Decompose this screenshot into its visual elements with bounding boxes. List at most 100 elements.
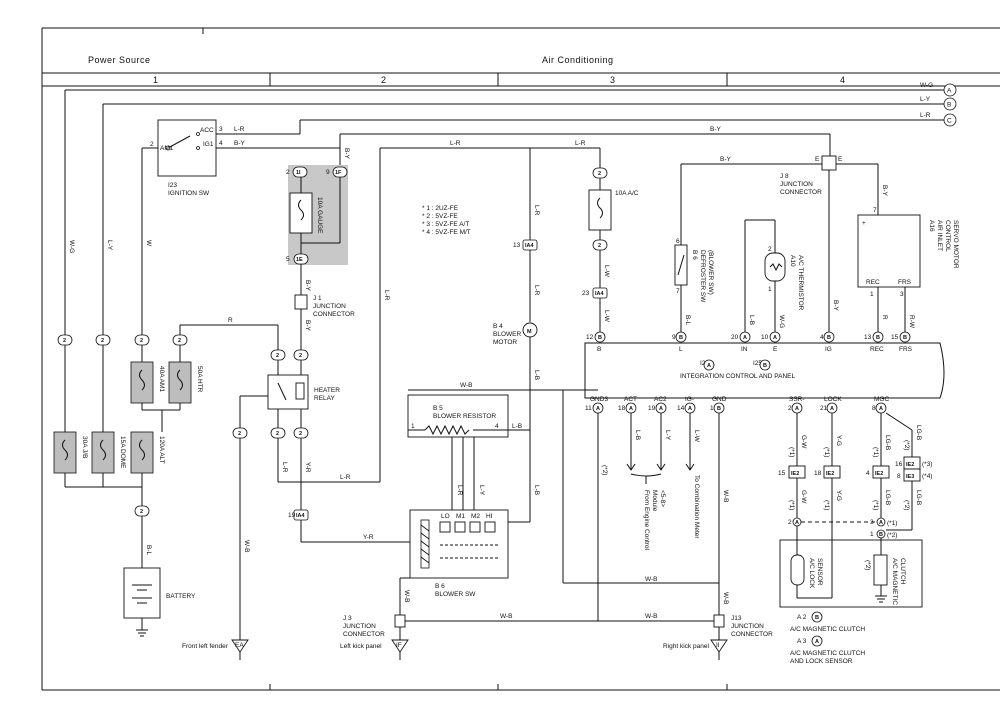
svg-text:B 4: B 4 — [493, 323, 503, 330]
svg-text:LG-B: LG-B — [915, 490, 922, 505]
ground-ii: II — [716, 642, 720, 649]
svg-text:A: A — [830, 406, 834, 412]
svg-text:BLOWER RESISTOR: BLOWER RESISTOR — [433, 413, 496, 420]
svg-text:(*2): (*2) — [864, 560, 871, 570]
svg-text:L-B: L-B — [533, 370, 540, 380]
svg-text:IG1: IG1 — [203, 141, 214, 148]
svg-text:W-B: W-B — [722, 490, 729, 503]
svg-text:A: A — [879, 406, 883, 412]
svg-text:I23: I23 — [168, 182, 177, 189]
svg-text:2: 2 — [276, 431, 279, 437]
fuse-30a-jb — [53, 431, 77, 474]
legend — [811, 611, 823, 647]
ground-bus — [231, 614, 728, 660]
svg-text:A/C THERMISTOR: A/C THERMISTOR — [797, 255, 804, 311]
svg-text:(*2): (*2) — [903, 440, 910, 450]
ac-thermistor — [744, 219, 786, 336]
svg-text:IA4: IA4 — [525, 243, 535, 249]
svg-text:40A AM1: 40A AM1 — [158, 366, 165, 392]
svg-text:Module: Module — [651, 490, 658, 512]
blower-resistor — [407, 389, 598, 510]
svg-text:BLOWER: BLOWER — [493, 331, 521, 338]
svg-text:30A J/B: 30A J/B — [81, 436, 88, 458]
svg-text:2: 2 — [788, 519, 792, 526]
svg-text:AM1: AM1 — [160, 145, 174, 152]
svg-text:3: 3 — [900, 291, 904, 298]
svg-text:3: 3 — [870, 519, 874, 526]
svg-text:2: 2 — [101, 338, 104, 344]
clutch-sensor-box — [779, 522, 923, 608]
fuse-120a-alt — [130, 431, 154, 474]
svg-text:B-L: B-L — [145, 545, 152, 556]
svg-text:IA4: IA4 — [296, 513, 306, 519]
svg-text:CONNECTOR: CONNECTOR — [313, 311, 355, 318]
svg-text:ACT: ACT — [624, 396, 637, 403]
svg-text:LG-B: LG-B — [884, 490, 891, 505]
svg-text:3: 3 — [219, 126, 223, 133]
svg-text:From Engine Control: From Engine Control — [643, 490, 650, 551]
svg-text:L-Y: L-Y — [106, 240, 113, 251]
svg-text:A10: A10 — [789, 255, 796, 267]
svg-text:19: 19 — [288, 512, 296, 519]
svg-text:2: 2 — [178, 338, 181, 344]
svg-text:B: B — [879, 532, 883, 538]
svg-text:B: B — [717, 406, 721, 412]
svg-text:2: 2 — [140, 338, 143, 344]
pin-group-left — [57, 334, 188, 517]
svg-text:2: 2 — [788, 405, 792, 412]
svg-text:Y-G: Y-G — [835, 435, 842, 446]
svg-text:A/C MAGNETIC: A/C MAGNETIC — [891, 558, 898, 605]
column-3: 3 — [610, 75, 616, 85]
svg-text:A: A — [795, 406, 799, 412]
svg-text:B: B — [815, 615, 819, 621]
svg-text:SERVO MOTOR: SERVO MOTOR — [952, 220, 959, 269]
svg-text:HI: HI — [486, 513, 493, 520]
svg-text:J 3: J 3 — [343, 615, 352, 622]
heater-relay — [232, 349, 309, 640]
svg-text:L-R: L-R — [533, 285, 540, 296]
svg-text:Left kick panel: Left kick panel — [340, 643, 382, 650]
by-bus — [339, 133, 879, 336]
svg-text:SENSOR: SENSOR — [816, 558, 823, 586]
svg-text:R-W: R-W — [908, 315, 915, 329]
svg-text:IGNITION SW: IGNITION SW — [168, 190, 210, 197]
svg-text:CONTROL: CONTROL — [944, 220, 951, 252]
svg-text:1: 1 — [870, 531, 874, 538]
svg-text:1: 1 — [768, 286, 772, 293]
svg-text:FRS: FRS — [899, 346, 913, 353]
svg-text:L-R: L-R — [234, 126, 245, 133]
terminal-b-wire: L-Y — [920, 96, 931, 103]
ignition-switch — [157, 119, 340, 177]
terminal-c-wire: L-R — [920, 112, 931, 119]
svg-text:B-Y: B-Y — [343, 148, 350, 160]
section-air-conditioning: Air Conditioning — [542, 55, 614, 65]
svg-text:DEFROSTER SW: DEFROSTER SW — [699, 250, 706, 303]
gauge-fuse — [288, 148, 348, 265]
svg-text:(*1): (*1) — [872, 447, 879, 457]
svg-text:10A GAUGE: 10A GAUGE — [316, 197, 323, 234]
svg-text:L-R: L-R — [533, 205, 540, 216]
svg-text:CONNECTOR: CONNECTOR — [780, 189, 822, 196]
svg-text:1: 1 — [870, 291, 874, 298]
svg-text:LO: LO — [441, 513, 450, 520]
svg-text:A 2: A 2 — [797, 614, 807, 621]
svg-text:(BLOWER SW): (BLOWER SW) — [707, 250, 714, 295]
svg-text:A: A — [707, 363, 711, 369]
ac-fuse — [588, 148, 612, 336]
fuse-15a-dome — [91, 431, 115, 474]
svg-text:B: B — [903, 335, 907, 341]
svg-text:LG-B: LG-B — [884, 435, 891, 450]
column-4: 4 — [840, 75, 846, 85]
svg-text:B-Y: B-Y — [710, 126, 722, 133]
svg-text:11: 11 — [585, 405, 592, 412]
svg-text:W-B: W-B — [645, 613, 658, 620]
svg-text:A: A — [795, 520, 799, 526]
svg-text:L-B: L-B — [634, 430, 641, 440]
svg-text:2: 2 — [598, 171, 601, 177]
svg-text:4: 4 — [219, 140, 223, 147]
svg-text:RELAY: RELAY — [314, 395, 335, 402]
svg-text:(*2): (*2) — [887, 532, 897, 539]
svg-text:L-R: L-R — [340, 474, 351, 481]
svg-text:A/C MAGNETIC CLUTCH: A/C MAGNETIC CLUTCH — [790, 626, 865, 633]
